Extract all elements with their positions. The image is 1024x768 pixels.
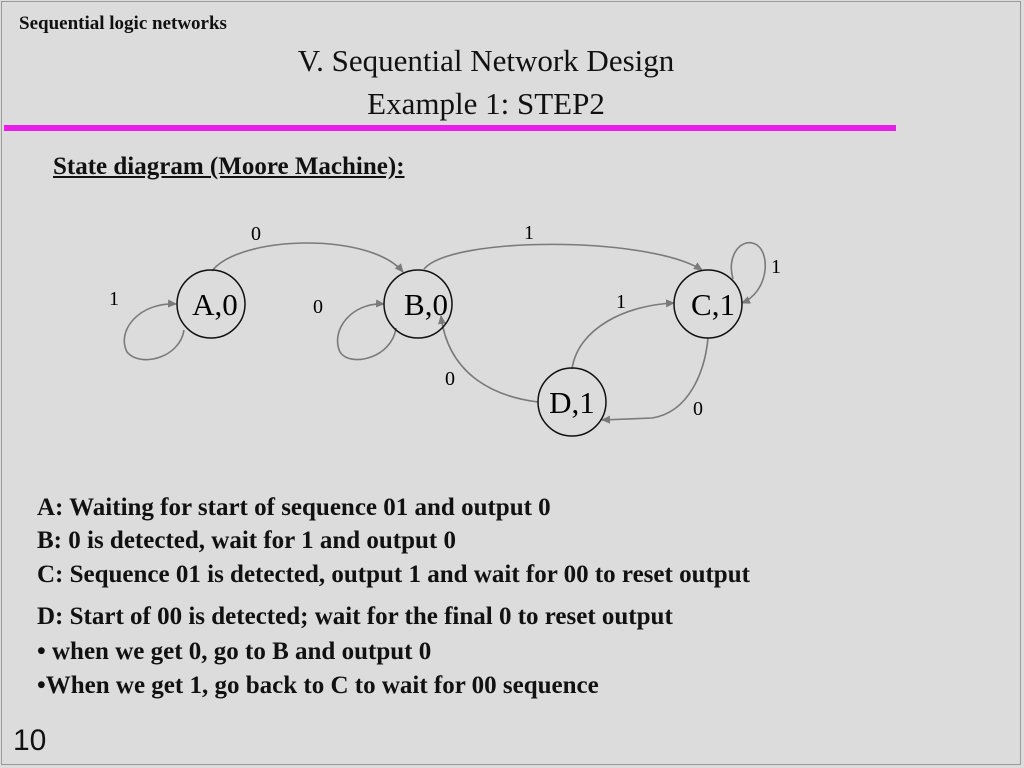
- edge-label-C-D: 0: [693, 398, 703, 420]
- state-A: A,0: [176, 269, 246, 339]
- edge-C-D: [601, 337, 709, 424]
- state-description-d: D: Start of 00 is detected; wait for the…: [37, 603, 673, 630]
- state-description-d-bullet-0: • when we get 0, go to B and output 0: [37, 638, 432, 665]
- state-label-B: B,0: [404, 287, 448, 322]
- edge-label-C-C: 1: [771, 256, 781, 278]
- state-B: B,0: [383, 269, 453, 339]
- edge-B-C: [423, 243, 703, 271]
- edge-B-B: [336, 299, 397, 361]
- state-description-d-bullet-1: •When we get 1, go back to C to wait for…: [37, 672, 599, 699]
- edge-D-C: [571, 299, 675, 370]
- state-label-D: D,1: [549, 385, 595, 420]
- state-C: C,1: [673, 269, 743, 339]
- edge-D-B: [438, 315, 539, 403]
- edge-A-B: [211, 242, 404, 273]
- title-divider: [4, 125, 896, 131]
- edge-A-A: [123, 299, 185, 361]
- state-label-C: C,1: [691, 287, 735, 322]
- edge-label-B-C: 1: [524, 222, 534, 244]
- edge-label-B-B: 0: [313, 296, 323, 318]
- edge-C-C: [730, 242, 767, 304]
- state-description-b: B: 0 is detected, wait for 1 and output …: [37, 527, 456, 554]
- slide-subtitle: Example 1: STEP2: [367, 86, 605, 121]
- header-label: Sequential logic networks: [19, 13, 227, 34]
- state-description-c: C: Sequence 01 is detected, output 1 and…: [37, 561, 750, 588]
- edge-label-A-B: 0: [251, 223, 261, 245]
- state-description-a: A: Waiting for start of sequence 01 and …: [37, 494, 551, 521]
- edge-label-A-A: 1: [109, 288, 119, 310]
- section-heading: State diagram (Moore Machine):: [53, 153, 405, 180]
- edge-label-D-B: 0: [445, 368, 455, 390]
- slide-title: V. Sequential Network Design: [297, 43, 675, 78]
- page-number: 10: [13, 724, 47, 757]
- edge-label-D-C: 1: [616, 291, 626, 313]
- state-D: D,1: [537, 367, 607, 437]
- state-label-A: A,0: [192, 287, 238, 322]
